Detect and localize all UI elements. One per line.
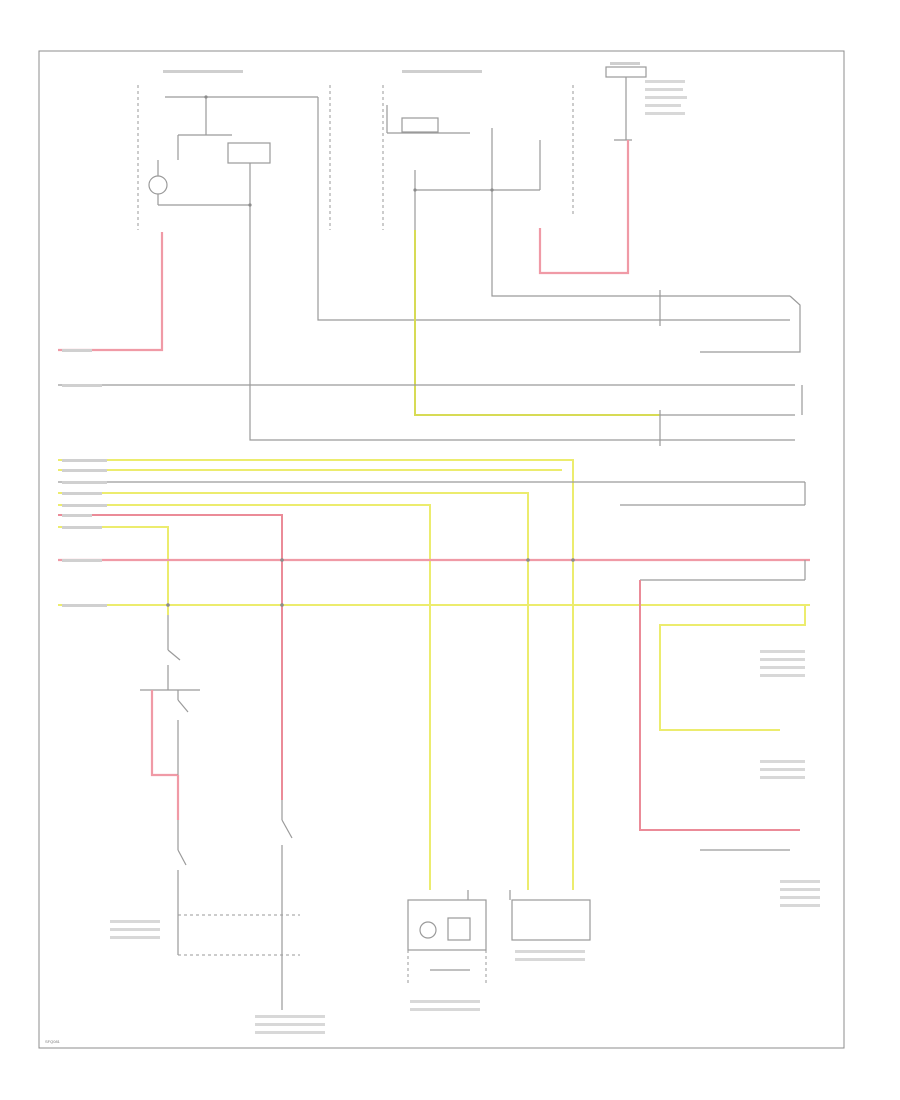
fuse-block [605,66,647,78]
lamp-symbol [148,175,168,195]
right-connectors-top [58,290,803,446]
right-modules-lower [639,580,806,851]
junction-dots [166,95,575,607]
top-middle-component [382,85,574,230]
illegible-labels [62,62,820,1034]
bus-wires [58,459,810,890]
gauge-unit [407,899,487,951]
gauge-dial [419,921,437,939]
gauge-element [447,917,471,941]
bottom-components [407,890,591,985]
top-left-component [137,85,331,238]
relay-box [227,142,271,164]
diagram-code-label: SFQ081 [45,1039,61,1044]
sensor-box [401,117,439,133]
top-drop-wires [58,140,660,441]
lower-left-switches [140,615,300,1010]
diagram-border [38,50,845,1049]
top-right-fuse [605,66,647,141]
sensor-unit [511,899,591,941]
